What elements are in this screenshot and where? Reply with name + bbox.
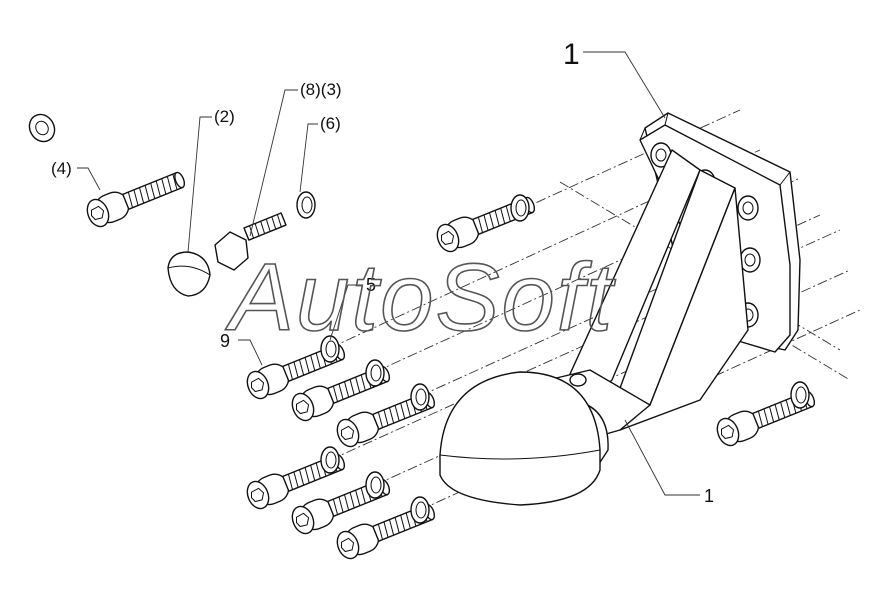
callout-ref-9: 9 bbox=[220, 331, 230, 351]
loose-parts bbox=[28, 113, 316, 297]
callout-cap-2: (2) bbox=[214, 107, 235, 126]
callout-main-top: 1 bbox=[563, 38, 580, 71]
callout-washer-4: (4) bbox=[51, 159, 72, 178]
callout-main-bottom: 1 bbox=[704, 486, 714, 506]
callout-bolt-8-3: (8)(3) bbox=[300, 80, 342, 99]
callout-washer-6: (6) bbox=[320, 114, 341, 133]
callout-ref-5: 5 bbox=[366, 275, 376, 295]
tow-bracket bbox=[439, 112, 801, 506]
watermark-text: AutoSoft bbox=[225, 244, 616, 351]
leader-lines bbox=[77, 51, 700, 496]
